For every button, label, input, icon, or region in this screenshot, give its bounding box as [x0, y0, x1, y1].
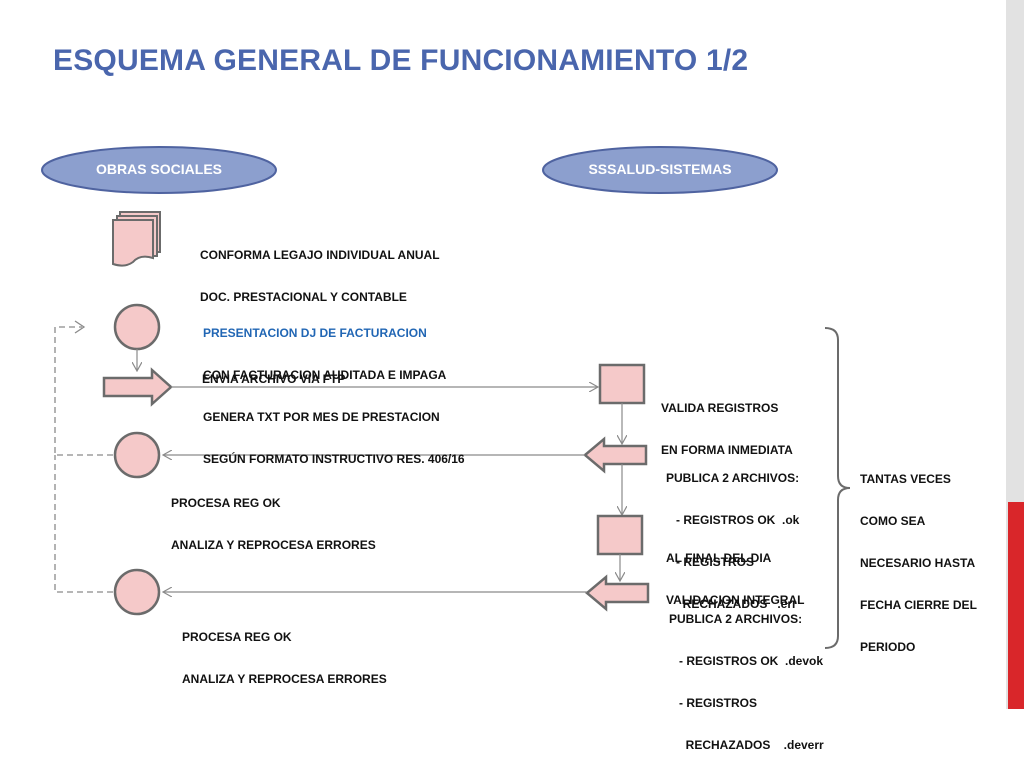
- repeat-brace: [824, 327, 851, 649]
- step-publica2-line-3: - REGISTROS: [669, 696, 758, 710]
- step-publica1-line-1: PUBLICA 2 ARCHIVOS:: [666, 471, 800, 485]
- step-publica1-text: PUBLICA 2 ARCHIVOS: - REGISTROS OK .ok -…: [666, 443, 799, 625]
- step-publica1-line-2: - REGISTROS OK .ok: [666, 513, 800, 527]
- flow-diagram: [41, 146, 851, 649]
- process-square-final-dia: [596, 514, 644, 556]
- step-presentacion-line-3: SEGÚN FORMATO INSTRUCTIVO RES. 406/16: [203, 452, 465, 466]
- step-envia-text: ENVIA ARCHIVO VIA FTP: [202, 372, 346, 386]
- step-legajo-text: CONFORMA LEGAJO INDIVIDUAL ANUAL DOC. PR…: [200, 220, 440, 318]
- repeat-note-line-1: TANTAS VECES: [860, 472, 951, 486]
- step-procesa1-line-1: PROCESA REG OK: [171, 496, 281, 510]
- step-publica2-line-4: RECHAZADOS .deverr: [669, 738, 824, 752]
- repeat-note-line-5: PERIODO: [860, 640, 916, 654]
- process-circle-procesa-1: [113, 431, 161, 479]
- step-presentacion-line-2: GENERA TXT POR MES DE PRESTACION: [203, 410, 440, 424]
- step-publica2-line-2: - REGISTROS OK .devok: [669, 654, 824, 668]
- repeat-note-text: TANTAS VECES COMO SEA NECESARIO HASTA FE…: [860, 444, 977, 668]
- lane-label-sssalud: SSSALUD-SISTEMAS: [588, 161, 732, 177]
- step-publica2-text: PUBLICA 2 ARCHIVOS: - REGISTROS OK .devo…: [669, 584, 824, 766]
- step-publica1-line-4: RECHAZADOS .err: [666, 597, 797, 611]
- process-circle-procesa-2: [113, 568, 161, 616]
- lane-ellipse-obras-sociales: [41, 146, 277, 194]
- feedback-loop-arrowhead: [74, 320, 86, 334]
- step-presentacion-line-1: CON FACTURACION AUDITADA E IMPAGA: [203, 368, 447, 382]
- side-stripe-red: [1008, 502, 1024, 709]
- step-legajo-line-1: CONFORMA LEGAJO INDIVIDUAL ANUAL: [200, 248, 440, 262]
- step-valida-line-2: EN FORMA INMEDIATA: [661, 443, 793, 457]
- step-publica1-line-3: - REGISTROS: [666, 555, 755, 569]
- page-title: ESQUEMA GENERAL DE FUNCIONAMIENTO 1/2: [53, 44, 749, 77]
- return-block-arrow-1: [583, 436, 648, 474]
- step-procesa2-text: PROCESA REG OK ANALIZA Y REPROCESA ERROR…: [182, 602, 387, 700]
- step-procesa1-text: PROCESA REG OK ANALIZA Y REPROCESA ERROR…: [171, 468, 376, 566]
- feedback-loop-connector: [54, 326, 113, 456]
- repeat-note-line-3: NECESARIO HASTA: [860, 556, 976, 570]
- documents-icon: [112, 211, 161, 267]
- send-block-arrow: [102, 367, 173, 407]
- step-valida-line-1: VALIDA REGISTROS: [661, 401, 779, 415]
- process-square-valida: [598, 363, 646, 405]
- step-procesa1-line-2: ANALIZA Y REPROCESA ERRORES: [171, 538, 376, 552]
- process-circle-presentacion: [113, 303, 161, 351]
- return-block-arrow-2: [585, 574, 650, 612]
- step-final-dia-line-2: VALIDACION INTEGRAL: [666, 593, 805, 607]
- step-procesa2-line-1: PROCESA REG OK: [182, 630, 292, 644]
- step-publica2-line-1: PUBLICA 2 ARCHIVOS:: [669, 612, 803, 626]
- lane-label-obras-sociales: OBRAS SOCIALES: [95, 161, 222, 177]
- feedback-loop-connector-lower: [54, 455, 113, 593]
- step-legajo-line-2: DOC. PRESTACIONAL Y CONTABLE: [200, 290, 407, 304]
- step-presentacion-text: PRESENTACION DJ DE FACTURACION CON FACTU…: [203, 298, 465, 480]
- step-procesa2-line-2: ANALIZA Y REPROCESA ERRORES: [182, 672, 387, 686]
- lane-ellipse-sssalud: [542, 146, 778, 194]
- step-final-dia-line-1: AL FINAL DEL DIA: [666, 551, 772, 565]
- step-final-dia-text: AL FINAL DEL DIA VALIDACION INTEGRAL: [666, 523, 804, 621]
- repeat-note-line-4: FECHA CIERRE DEL: [860, 598, 977, 612]
- repeat-note-line-2: COMO SEA: [860, 514, 926, 528]
- step-valida-text: VALIDA REGISTROS EN FORMA INMEDIATA: [661, 373, 793, 471]
- step-presentacion-title: PRESENTACION DJ DE FACTURACION: [203, 326, 427, 340]
